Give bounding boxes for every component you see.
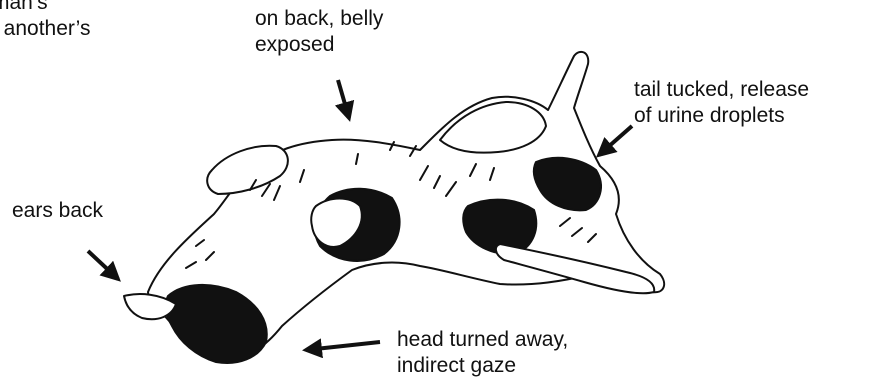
arrow-ears <box>88 251 118 279</box>
dog-body <box>124 52 664 363</box>
arrow-tail <box>599 126 632 155</box>
arrow-on-back <box>338 80 349 118</box>
arrow-head <box>306 342 380 350</box>
